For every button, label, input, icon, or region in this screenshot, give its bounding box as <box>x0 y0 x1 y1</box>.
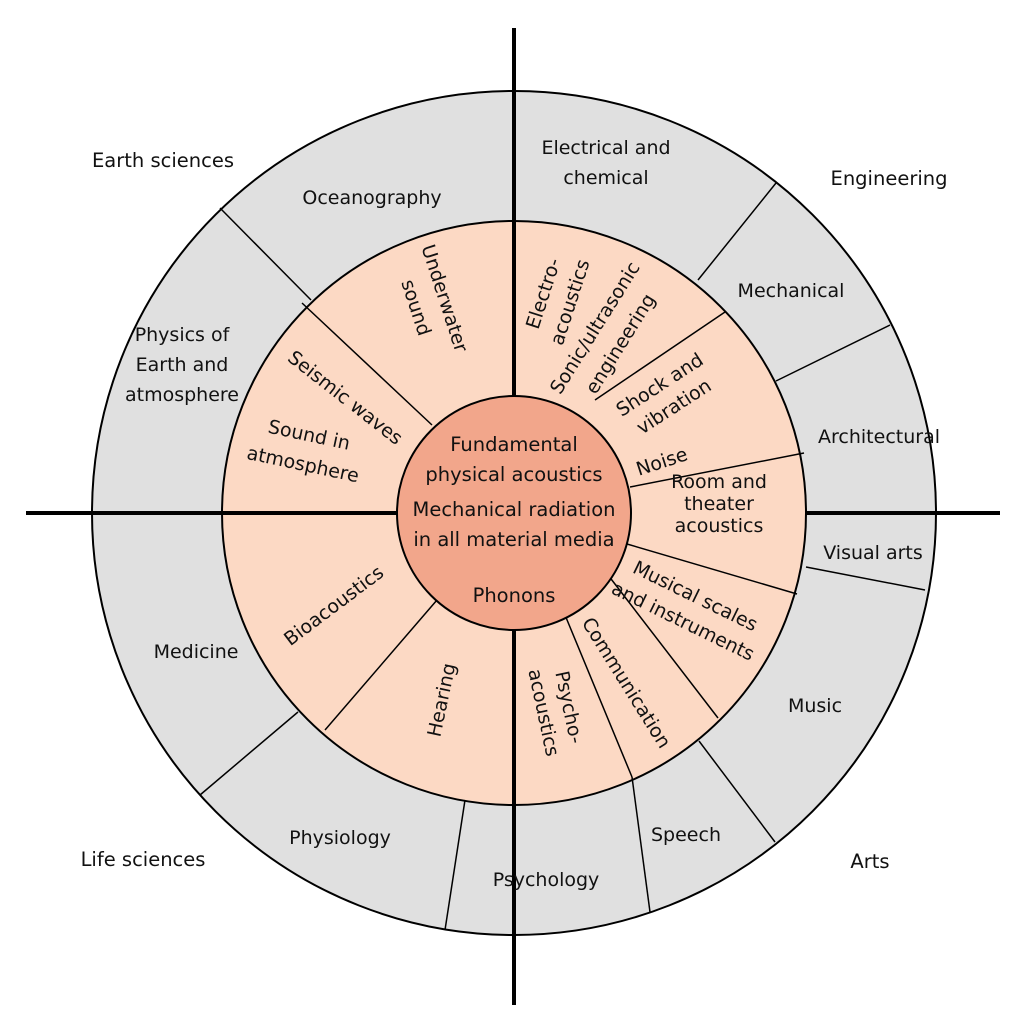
core-label-line: Fundamental <box>450 433 578 456</box>
sector-divider <box>301 302 433 426</box>
outer-sector-oceanography: Oceanography <box>302 187 441 209</box>
core-label-1: Fundamental physical acoustics <box>425 433 602 486</box>
quadrant-label-arts-line: Arts <box>850 850 889 873</box>
sector-divider <box>698 740 776 843</box>
outer-sector-mechanical-line: Mechanical <box>738 280 845 302</box>
core-label-2: Mechanical radiation in all material medi… <box>413 498 616 551</box>
quadrant-label-earth-sciences-line: Earth sciences <box>92 149 234 172</box>
core-label-3: Phonons <box>473 584 556 607</box>
quadrant-label-engineering-line: Engineering <box>831 167 948 190</box>
quadrant-label-engineering: Engineering <box>831 167 948 190</box>
outer-sector-physics-of-earth-line: atmosphere <box>125 384 239 406</box>
outer-sector-physiology-line: Physiology <box>289 827 391 849</box>
sector-divider <box>199 711 299 796</box>
outer-sector-medicine-line: Medicine <box>154 641 239 663</box>
sector-divider <box>629 452 805 488</box>
quadrant-label-arts: Arts <box>850 850 889 873</box>
sector-divider <box>631 776 651 913</box>
sector-divider <box>594 311 726 401</box>
outer-sector-visual-arts: Visual arts <box>823 542 923 564</box>
core-label-line: Mechanical radiation <box>413 498 616 521</box>
inner-sector-room-theater-line: Room and <box>671 471 767 493</box>
outer-sector-psychology-line: Psychology <box>493 869 600 891</box>
outer-sector-electrical-chemical: Electrical and chemical <box>541 137 670 189</box>
outer-sector-physics-of-earth-line: Earth and <box>136 354 229 376</box>
sector-divider <box>607 574 719 719</box>
quadrant-label-life-sciences-line: Life sciences <box>81 848 206 871</box>
sector-divider <box>805 566 926 591</box>
outer-sector-electrical-chemical-line: chemical <box>563 167 648 189</box>
outer-sector-medicine: Medicine <box>154 641 239 663</box>
outer-sector-electrical-chemical-line: Electrical and <box>541 137 670 159</box>
quadrant-label-earth-sciences: Earth sciences <box>92 149 234 172</box>
outer-sector-mechanical: Mechanical <box>738 280 845 302</box>
outer-sector-speech-line: Speech <box>651 824 721 846</box>
outer-sector-psychology: Psychology <box>493 869 600 891</box>
outer-sector-architectural: Architectural <box>818 426 940 448</box>
outer-sector-visual-arts-line: Visual arts <box>823 542 923 564</box>
outer-sector-physics-of-earth-line: Physics of <box>135 324 231 346</box>
sector-divider <box>626 543 798 595</box>
core-label-line: Phonons <box>473 584 556 607</box>
quadrant-label-life-sciences: Life sciences <box>81 848 206 871</box>
sector-divider <box>219 207 312 301</box>
sector-divider <box>444 799 466 931</box>
core-label-line: physical acoustics <box>425 463 602 486</box>
outer-sector-oceanography-line: Oceanography <box>302 187 441 209</box>
outer-sector-physiology: Physiology <box>289 827 391 849</box>
sector-divider <box>775 324 891 382</box>
outer-sector-speech: Speech <box>651 824 721 846</box>
outer-sector-music-line: Music <box>788 695 842 717</box>
sector-divider <box>324 599 438 731</box>
sector-divider <box>697 182 777 281</box>
outer-sector-architectural-line: Architectural <box>818 426 940 448</box>
inner-sector-room-theater-line: acoustics <box>675 515 764 537</box>
core-label-line: in all material media <box>413 528 614 551</box>
outer-sector-music: Music <box>788 695 842 717</box>
outer-sector-physics-of-earth: Physics of Earth and atmosphere <box>125 324 239 406</box>
sector-dividers <box>199 182 926 931</box>
sector-divider <box>564 614 633 778</box>
inner-sector-room-theater-line: theater <box>684 493 754 515</box>
